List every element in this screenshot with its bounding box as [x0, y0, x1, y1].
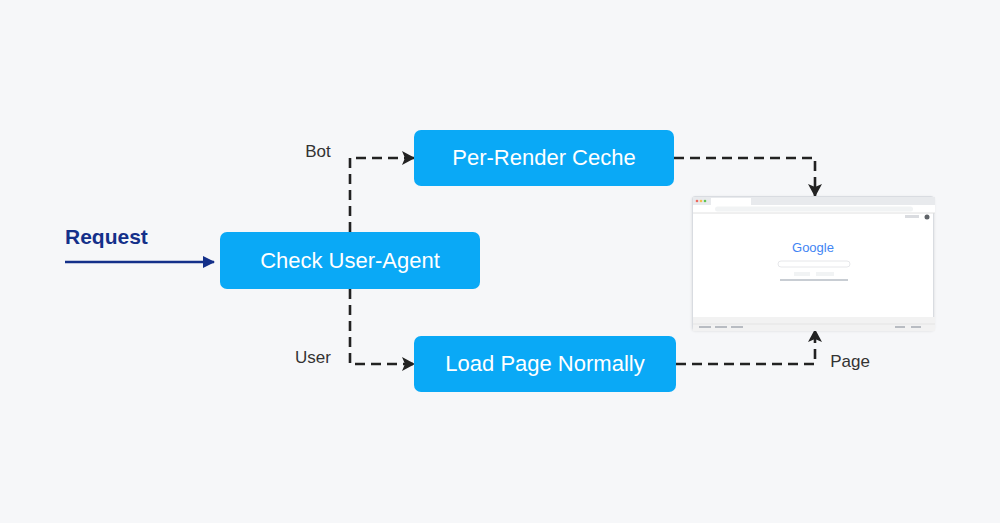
- window-dot: [704, 200, 707, 203]
- footer-link: [911, 326, 921, 328]
- tab: [711, 198, 751, 205]
- footer-link: [699, 326, 711, 328]
- tab-bar: [693, 197, 935, 205]
- search-box: [778, 261, 850, 267]
- decision-box: Check User-Agent: [220, 232, 480, 289]
- window-dot: [700, 200, 703, 203]
- footer-link: [895, 326, 905, 328]
- window-dot: [696, 200, 699, 203]
- node-label: Per-Render Ceche: [452, 145, 635, 171]
- language-line: [780, 279, 848, 281]
- dashed-connector: [676, 330, 815, 364]
- footer-bar: [693, 317, 935, 331]
- input-label: Request: [65, 225, 148, 249]
- edge-label: Page: [828, 352, 872, 372]
- search-button: [794, 272, 810, 276]
- node-label: Load Page Normally: [445, 351, 644, 377]
- toolbar: [693, 205, 935, 213]
- process-box: Per-Render Ceche: [414, 130, 674, 186]
- footer-link: [731, 326, 743, 328]
- edge-label: Bot: [303, 142, 333, 162]
- logo-text: Google: [693, 240, 933, 255]
- dashed-connector: [350, 158, 414, 232]
- dashed-connector: [674, 158, 815, 196]
- footer-rule: [693, 324, 935, 325]
- dashed-connector: [350, 289, 414, 364]
- header-links: [905, 215, 919, 218]
- node-label: Check User-Agent: [260, 248, 440, 274]
- lucky-button: [816, 272, 834, 276]
- process-box: Load Page Normally: [414, 336, 676, 392]
- toolbar-rule: [693, 213, 935, 214]
- browser-chrome: [693, 197, 935, 331]
- browser-window: Google: [692, 196, 934, 330]
- request-line: [65, 261, 214, 264]
- address-bar: [715, 207, 913, 212]
- edge-label: User: [293, 348, 333, 368]
- footer-link: [715, 326, 727, 328]
- avatar: [925, 215, 930, 220]
